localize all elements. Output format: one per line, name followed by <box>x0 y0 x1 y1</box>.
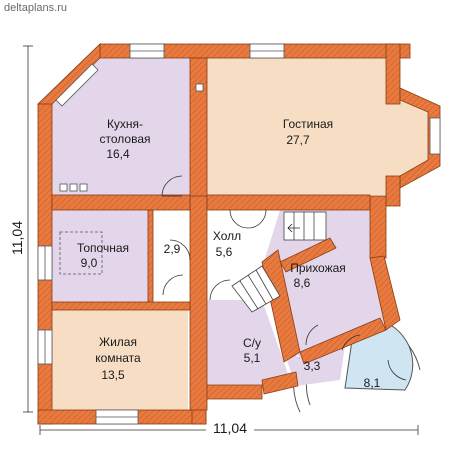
hall-area: 5,6 <box>216 245 233 259</box>
bedroom-floor <box>52 310 188 410</box>
doors <box>161 175 407 381</box>
boiler-floor <box>52 210 148 304</box>
living-floor <box>207 58 430 195</box>
boiler-area: 9,0 <box>81 256 98 270</box>
width-dimension: 11,04 <box>213 420 247 436</box>
windows <box>37 43 441 425</box>
entrance-area: 8,6 <box>294 276 311 290</box>
vestibule-area: 3,3 <box>304 359 321 373</box>
hall-label: Холл <box>213 229 241 243</box>
wc-label: С/у <box>243 336 261 350</box>
fixtures <box>59 83 204 275</box>
entrance-label: Прихожая <box>290 261 346 275</box>
stairs <box>231 211 327 313</box>
living-label: Гостиная <box>283 117 333 131</box>
bedroom-label-line2: комната <box>95 351 141 365</box>
porch-area: 8,1 <box>364 376 381 390</box>
living-area: 27,7 <box>286 133 310 147</box>
bedroom-label-line1: Жилая <box>99 335 137 349</box>
kitchen-area: 16,4 <box>106 147 130 161</box>
room-fills <box>52 58 430 410</box>
bedroom-area: 13,5 <box>101 368 125 382</box>
corridor-floor <box>152 210 190 292</box>
boiler-label: Топочная <box>77 241 129 255</box>
depth-dimension: 11,04 <box>9 221 25 255</box>
kitchen-floor <box>52 58 190 195</box>
wc-floor <box>207 300 292 385</box>
corridor-area: 2,9 <box>164 242 181 256</box>
room-labels: Кухня- столовая 16,4 Гостиная 27,7 Топоч… <box>77 117 381 390</box>
kitchen-label-line2: столовая <box>100 132 151 146</box>
kitchen-label-line1: Кухня- <box>107 117 143 131</box>
site-name: deltaplans.ru <box>4 2 67 14</box>
wc-area: 5,1 <box>244 351 261 365</box>
